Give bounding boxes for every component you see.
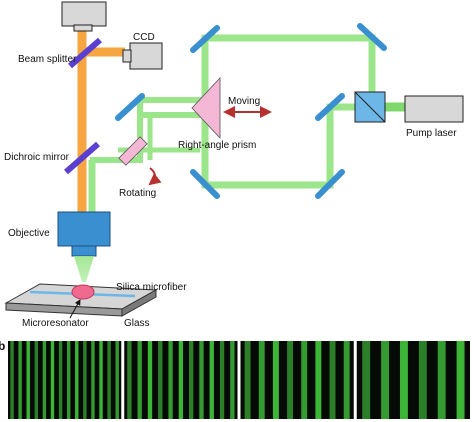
- mirror-right-middle: [315, 93, 345, 121]
- fringe-stripe: [301, 341, 308, 419]
- fringe-stripe: [99, 341, 103, 419]
- pump-laser-label: Pump laser: [406, 128, 457, 139]
- fringe-stripe: [75, 341, 79, 419]
- fringe-panel-3: [240, 341, 354, 419]
- mirror-top-left: [190, 25, 220, 53]
- objective-nose: [71, 245, 97, 257]
- fringe-stripe: [115, 341, 119, 419]
- cube-diagonal: [354, 91, 386, 123]
- fringe-stripe: [244, 341, 251, 419]
- ccd-label: CCD: [133, 32, 155, 43]
- mirror-bottom-right: [315, 169, 345, 199]
- focused-beam-cone: [74, 256, 94, 282]
- rotating-arrow: [148, 167, 162, 186]
- fringe-stripe: [158, 341, 163, 419]
- rotating-plate: [118, 136, 148, 166]
- fringe-stripe: [10, 341, 14, 419]
- fringe-stripe: [91, 341, 95, 419]
- fringe-stripe: [399, 341, 408, 419]
- fringe-stripe: [34, 341, 39, 419]
- microresonator: [71, 284, 95, 300]
- beam-splitter: [68, 37, 102, 69]
- fringe-stripe: [66, 341, 71, 419]
- fringe-stripe: [26, 341, 30, 419]
- fringe-stripe: [209, 341, 214, 419]
- moving-label: Moving: [228, 96, 260, 107]
- fringe-stripe: [343, 341, 350, 419]
- right-angle-prism-label: Right-angle prism: [178, 140, 256, 151]
- fringe-panel-1: [8, 341, 122, 419]
- fringe-stripe: [230, 341, 235, 419]
- microresonator-pointer: [69, 299, 81, 319]
- fringe-stripe: [58, 341, 63, 419]
- fringe-panel-4: [356, 341, 470, 419]
- glass-label: Glass: [124, 318, 150, 329]
- beam-splitter-label: Beam splitter: [18, 54, 77, 65]
- fringe-stripe: [189, 341, 194, 419]
- fringe-stripe: [329, 341, 336, 419]
- top-camera: [61, 1, 107, 27]
- fringe-stripe: [362, 341, 371, 419]
- fringe-stripe: [287, 341, 294, 419]
- fringe-panels: [8, 341, 470, 419]
- fringe-stripe: [258, 341, 265, 419]
- fringe-stripe: [107, 341, 111, 419]
- dichroic-mirror-label: Dichroic mirror: [4, 152, 70, 163]
- fringe-stripe: [127, 341, 132, 419]
- ccd-mount: [122, 49, 132, 63]
- mirror-left-upper: [115, 93, 145, 121]
- fringe-stripe: [272, 341, 279, 419]
- fringe-stripe: [381, 341, 390, 419]
- top-camera-mount: [73, 24, 93, 32]
- fringe-stripe: [42, 341, 47, 419]
- silica-microfiber-label: Silica microfiber: [116, 282, 187, 293]
- objective-label: Objective: [8, 228, 50, 239]
- fringe-stripe: [18, 341, 22, 419]
- fringe-stripe: [418, 341, 427, 419]
- glass-side: [121, 289, 157, 317]
- objective-body: [57, 211, 111, 247]
- mirrors: [115, 23, 387, 199]
- pump-laser: [404, 95, 464, 123]
- fringe-stripe: [456, 341, 465, 419]
- dichroic-mirror: [64, 141, 100, 175]
- panel-b-label: b: [0, 339, 5, 353]
- fringe-stripe: [219, 341, 225, 419]
- ccd-body: [129, 42, 163, 70]
- fringe-stripe: [315, 341, 322, 419]
- fringe-stripe: [50, 341, 55, 419]
- fringe-stripe: [137, 341, 142, 419]
- fringe-stripe: [178, 341, 184, 419]
- rotating-label: Rotating: [119, 188, 156, 199]
- fringe-stripe: [168, 341, 173, 419]
- fringe-stripe: [147, 341, 153, 419]
- mirror-bottom-left: [190, 169, 220, 199]
- mirror-top-right: [357, 23, 387, 51]
- fringe-stripe: [437, 341, 446, 419]
- fringe-stripe: [83, 341, 87, 419]
- fringe-stripe: [199, 341, 204, 419]
- right-angle-prism: [191, 76, 221, 140]
- microresonator-label: Microresonator: [22, 318, 89, 329]
